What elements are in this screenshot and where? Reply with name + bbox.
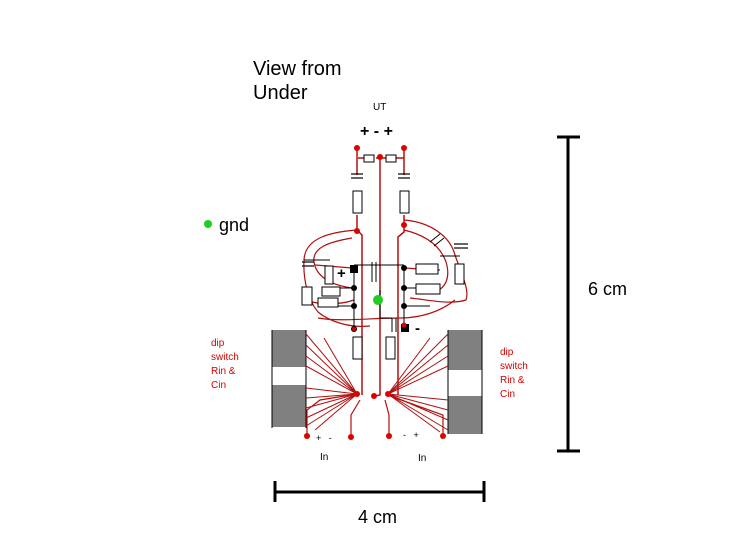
title-line-1: View from — [253, 58, 342, 80]
input-left-label: In — [320, 452, 328, 463]
resistor-out-2 — [385, 154, 397, 163]
resistor-left-1 — [301, 286, 313, 306]
input-right-label: In — [418, 453, 426, 464]
dip-fan-traces-left — [305, 333, 358, 431]
dip-switch-right — [447, 330, 483, 434]
capacitors — [302, 173, 468, 267]
resistor-left-top — [352, 190, 363, 214]
resistor-left-3 — [317, 297, 339, 308]
width-dimension — [273, 481, 486, 502]
dip-left-line-4: Cin — [211, 380, 226, 391]
resistor-left-4 — [324, 265, 334, 285]
resistor-right-top — [399, 190, 410, 214]
dip-right-line-4: Cin — [500, 389, 515, 400]
input-right-pins: - + — [403, 430, 419, 440]
main-traces — [356, 148, 405, 397]
ground-pad — [204, 220, 212, 228]
input-traces — [306, 393, 444, 437]
resistor-out-1 — [363, 154, 375, 163]
solder-pads — [304, 145, 446, 440]
resistor-right-bottom — [385, 336, 396, 360]
input-left-pins: + - — [316, 433, 332, 443]
width-label: 4 cm — [358, 507, 397, 527]
dip-fan-traces-right — [387, 333, 449, 433]
dip-right-label: dip switch Rin & Cin — [500, 347, 528, 400]
resistors — [301, 154, 465, 360]
dip-right-line-1: dip — [500, 347, 514, 358]
resistor-right-3 — [454, 263, 465, 285]
height-label: 6 cm — [588, 279, 627, 299]
output-pins-label: + - + — [360, 123, 393, 140]
center-ground-pad — [373, 295, 383, 305]
dip-left-label: dip switch Rin & Cin — [211, 338, 239, 391]
resistor-left-2 — [321, 286, 341, 297]
dip-left-line-3: Rin & — [211, 366, 236, 377]
title-line-2: Under — [253, 82, 308, 104]
resistor-right-2 — [415, 283, 441, 295]
capacitor-minus-label: - — [415, 320, 420, 337]
capacitor-plus-label: + — [337, 265, 346, 282]
dip-switch-left — [271, 330, 307, 428]
ground-label: gnd — [219, 215, 249, 235]
resistor-right-1 — [415, 263, 439, 275]
dip-left-line-1: dip — [211, 338, 225, 349]
resistor-left-bottom — [352, 336, 363, 360]
dip-right-line-2: switch — [500, 361, 528, 372]
dip-left-line-2: switch — [211, 352, 239, 363]
height-dimension — [557, 135, 580, 453]
square-pads — [350, 265, 409, 332]
output-label: UT — [373, 102, 386, 113]
dip-right-line-3: Rin & — [500, 375, 525, 386]
